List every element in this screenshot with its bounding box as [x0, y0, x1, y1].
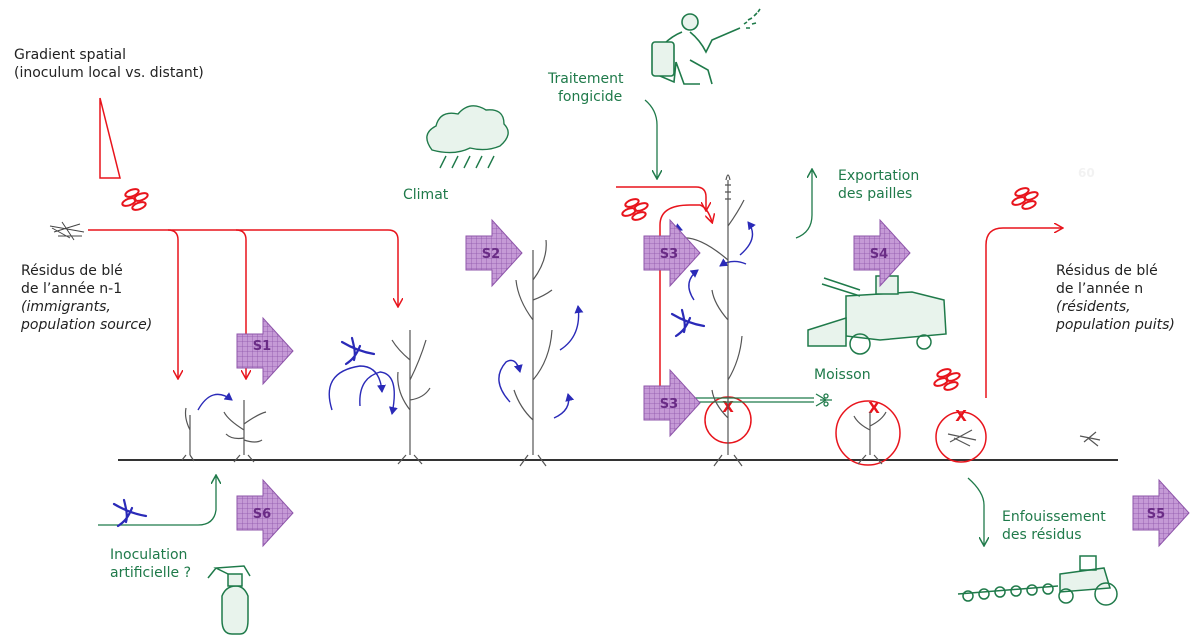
stage-label-s3a: S3 [660, 247, 678, 262]
treatment-line2: fongicide [558, 89, 623, 105]
gradient-title: Gradient spatial [14, 47, 126, 63]
spore-cluster-icon [1010, 185, 1040, 212]
spore-ascospore-icon [112, 498, 148, 528]
residues-cur-line4: population puits) [1056, 317, 1175, 333]
primary-inoculum-flow [88, 186, 1062, 398]
stage-label-s3b: S3 [660, 397, 678, 412]
residues-cur-line1: Résidus de blé [1056, 263, 1158, 279]
residues-prev-line2: de l’année n-1 [21, 281, 123, 297]
gradient-subtitle: (inoculum local vs. distant) [14, 65, 204, 81]
spore-cluster-icon [120, 186, 150, 213]
spore-cluster-icon [932, 366, 962, 393]
cloud-rain-icon [426, 105, 509, 169]
svg-text:X: X [868, 399, 880, 417]
spray-bottle-icon [207, 565, 251, 635]
inoculation-line1: Inoculation [110, 547, 188, 563]
export-line2: des pailles [838, 186, 913, 202]
svg-text:X: X [955, 407, 967, 425]
residue-icon [49, 221, 85, 241]
inoculation-line2: artificielle ? [110, 565, 192, 581]
residues-prev-line3: (immigrants, [21, 299, 111, 315]
management-arrows [98, 99, 984, 545]
burial-line1: Enfouissement [1002, 509, 1106, 525]
burial-line2: des résidus [1002, 527, 1082, 543]
wheat-plants [181, 174, 1101, 467]
stage-label-s5: S5 [1147, 507, 1165, 522]
stage-label-s1: S1 [253, 339, 271, 354]
treatment-line1: Traitement [548, 71, 624, 87]
residues-prev-line4: population source) [21, 317, 153, 333]
sprayer-person-icon [651, 8, 761, 85]
stage-label-s2: S2 [482, 247, 500, 262]
export-line1: Exportation [838, 168, 920, 184]
residues-prev-line1: Résidus de blé [21, 263, 123, 279]
harvest-label: Moisson [814, 367, 871, 383]
spore-ascospore-icon [340, 336, 376, 366]
stage-label-s6: S6 [253, 507, 271, 522]
ghost-number: 60 [1078, 166, 1095, 180]
destruction-marks: X X X [704, 396, 987, 466]
stage-label-s4: S4 [870, 247, 888, 262]
spore-ascospore-icon [670, 308, 706, 338]
spore-cluster-icon [620, 196, 650, 223]
climate-label: Climat [403, 187, 449, 203]
residues-cur-line2: de l’année n [1056, 281, 1144, 297]
harvest-cut-line [682, 393, 832, 407]
residues-cur-line3: (résidents, [1056, 299, 1131, 315]
combine-harvester-icon [807, 275, 947, 355]
gradient-triangle [99, 97, 121, 179]
tractor-plough-icon [957, 555, 1118, 606]
